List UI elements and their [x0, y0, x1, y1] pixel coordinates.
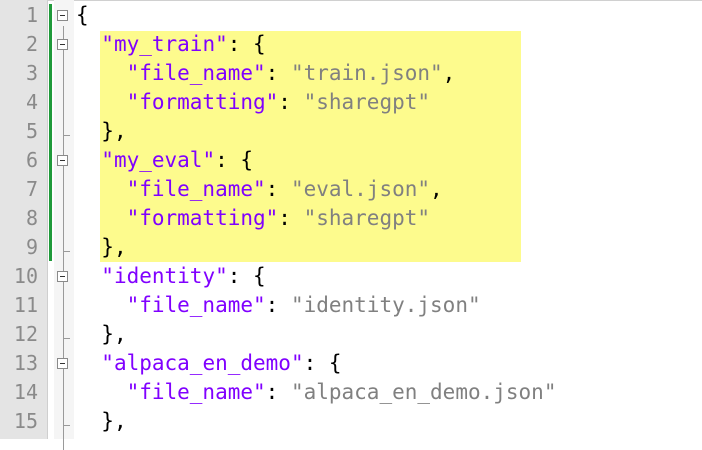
code-line[interactable]: "my_eval": { [76, 146, 253, 175]
comma: , [442, 61, 456, 85]
json-key: "alpaca_en_demo" [101, 351, 304, 375]
code-line[interactable]: }, [76, 320, 127, 349]
line-number: 5 [25, 119, 38, 143]
colon-separator: : [278, 206, 304, 230]
colon-separator: : [227, 32, 254, 56]
fold-toggle-icon[interactable] [57, 271, 68, 282]
indent-space [76, 177, 127, 201]
indent-space [76, 235, 101, 259]
colon-separator: : [265, 293, 291, 317]
line-number: 13 [13, 351, 38, 375]
json-brace: { [253, 264, 266, 288]
indent-space [76, 264, 101, 288]
fold-toggle-icon[interactable] [57, 358, 68, 369]
colon-separator: : [265, 177, 291, 201]
indent-space [76, 380, 127, 404]
indent-space [76, 293, 127, 317]
json-key: "my_train" [101, 32, 228, 56]
json-key: "file_name" [126, 380, 266, 404]
colon-separator: : [227, 264, 254, 288]
json-brace: }, [101, 119, 127, 143]
line-number: 2 [25, 32, 38, 56]
code-line[interactable]: }, [76, 117, 127, 146]
line-number: 15 [13, 409, 38, 433]
json-brace: { [240, 148, 254, 172]
change-history-bar [49, 4, 52, 261]
fold-margin [54, 0, 74, 439]
colon-separator: : [215, 148, 241, 172]
json-brace: }, [101, 322, 127, 346]
json-brace: { [253, 32, 266, 56]
json-key: "file_name" [126, 293, 266, 317]
fold-end-tick [63, 338, 70, 339]
fold-toggle-icon[interactable] [57, 155, 68, 166]
json-key: "my_eval" [101, 148, 216, 172]
fold-end-tick [63, 425, 70, 426]
json-key: "formatting" [126, 206, 279, 230]
fold-guide-line [63, 26, 64, 450]
code-line[interactable]: { [76, 1, 89, 30]
selection-highlight [100, 31, 521, 262]
line-number: 1 [25, 3, 38, 27]
json-brace: }, [101, 409, 127, 433]
colon-separator: : [278, 90, 304, 114]
line-number: 11 [13, 293, 38, 317]
indent-space [76, 409, 101, 433]
line-number: 9 [25, 235, 38, 259]
comma: , [430, 177, 443, 201]
json-brace: { [328, 351, 342, 375]
line-number: 3 [25, 61, 38, 85]
code-line[interactable]: "alpaca_en_demo": { [76, 349, 342, 378]
json-key: "identity" [101, 264, 228, 288]
indent-space [76, 119, 101, 143]
line-number: 6 [25, 148, 38, 172]
json-string-value: "alpaca_en_demo.json" [290, 380, 557, 404]
fold-end-tick [63, 135, 70, 136]
line-number-gutter [0, 0, 48, 439]
line-number: 7 [25, 177, 38, 201]
indent-space [76, 148, 101, 172]
indent-space [76, 351, 101, 375]
line-number: 10 [13, 264, 38, 288]
fold-end-tick [63, 251, 70, 252]
top-border [0, 0, 702, 1]
line-number: 4 [25, 90, 38, 114]
json-string-value: "train.json" [290, 61, 443, 85]
code-line[interactable]: "file_name": "eval.json", [76, 175, 443, 204]
fold-toggle-icon[interactable] [57, 10, 68, 21]
line-number: 12 [13, 322, 38, 346]
json-string-value: "sharegpt" [303, 90, 431, 114]
indent-space [76, 90, 127, 114]
json-string-value: "eval.json" [290, 177, 431, 201]
code-line[interactable]: "my_train": { [76, 30, 266, 59]
code-line[interactable]: "file_name": "identity.json" [76, 291, 481, 320]
code-line[interactable]: "formatting": "sharegpt" [76, 88, 430, 117]
indent-space [76, 206, 127, 230]
indent-space [76, 61, 127, 85]
indent-space [76, 322, 101, 346]
json-brace: }, [101, 235, 127, 259]
json-string-value: "sharegpt" [303, 206, 431, 230]
json-key: "file_name" [126, 177, 266, 201]
colon-separator: : [265, 380, 291, 404]
fold-toggle-icon[interactable] [57, 39, 68, 50]
colon-separator: : [303, 351, 329, 375]
line-number: 14 [13, 380, 38, 404]
json-key: "formatting" [126, 90, 279, 114]
code-line[interactable]: "file_name": "alpaca_en_demo.json" [76, 378, 557, 407]
code-line[interactable]: }, [76, 407, 127, 436]
code-line[interactable]: "formatting": "sharegpt" [76, 204, 430, 233]
line-number: 8 [25, 206, 38, 230]
code-line[interactable]: "file_name": "train.json", [76, 59, 456, 88]
json-string-value: "identity.json" [290, 293, 481, 317]
colon-separator: : [265, 61, 291, 85]
json-brace: { [76, 3, 89, 27]
code-line[interactable]: "identity": { [76, 262, 266, 291]
code-line[interactable]: }, [76, 233, 127, 262]
json-key: "file_name" [126, 61, 266, 85]
indent-space [76, 32, 101, 56]
